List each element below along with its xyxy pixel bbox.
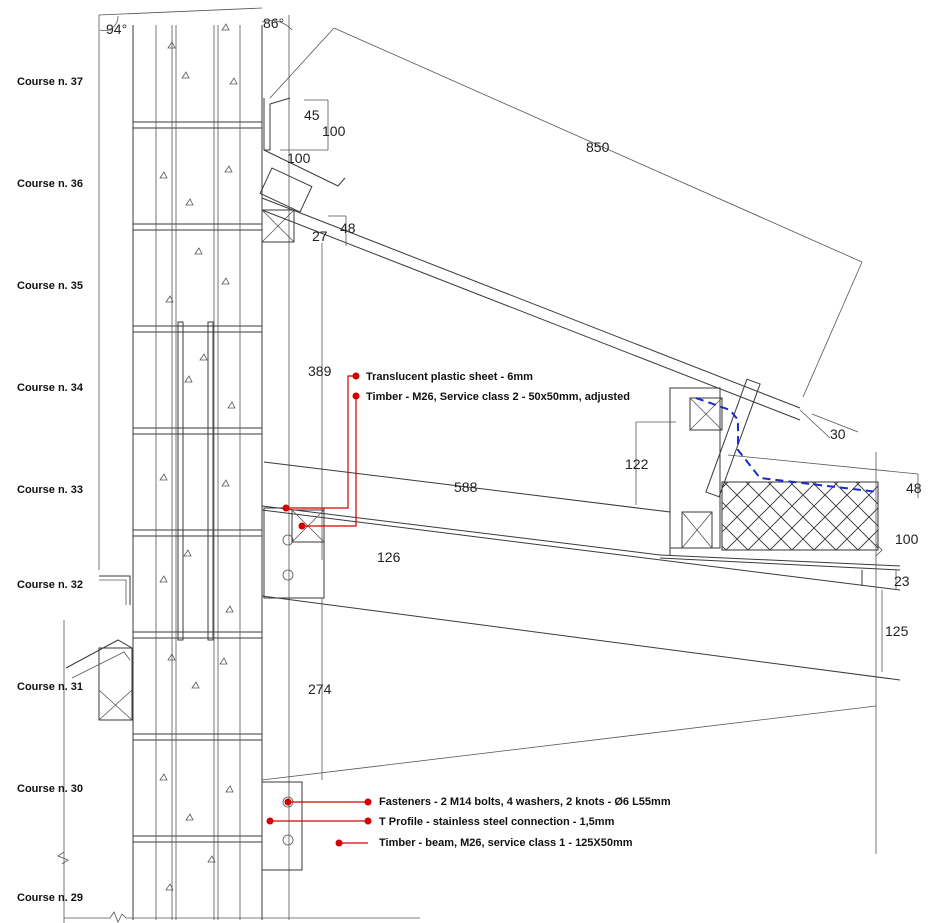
note-timber-50x50: Timber - M26, Service class 2 - 50x50mm,… bbox=[366, 391, 630, 403]
dim-23: 23 bbox=[894, 573, 910, 589]
dim-48-top: 48 bbox=[340, 220, 356, 236]
course-label-34: Course n. 34 bbox=[17, 382, 84, 394]
dim-125: 125 bbox=[885, 623, 909, 639]
dim-27: 27 bbox=[312, 228, 328, 244]
course-label-30: Course n. 30 bbox=[17, 783, 83, 795]
angle-left: 94° bbox=[106, 21, 127, 37]
dim-100-horizontal: 100 bbox=[287, 150, 311, 166]
note-fasteners: Fasteners - 2 M14 bolts, 4 washers, 2 kn… bbox=[379, 796, 671, 808]
course-label-31: Course n. 31 bbox=[17, 681, 83, 693]
dim-588: 588 bbox=[454, 479, 478, 495]
dim-122: 122 bbox=[625, 456, 649, 472]
course-label-35: Course n. 35 bbox=[17, 280, 83, 292]
note-timber-beam: Timber - beam, M26, service class 1 - 12… bbox=[379, 837, 633, 849]
left-cornice bbox=[63, 575, 133, 923]
note-t-profile: T Profile - stainless steel connection -… bbox=[379, 816, 615, 828]
course-label-37: Course n. 37 bbox=[17, 76, 83, 88]
dim-126: 126 bbox=[377, 549, 401, 565]
note-plastic-sheet: Translucent plastic sheet - 6mm bbox=[366, 371, 533, 383]
lower-canopy bbox=[261, 378, 919, 871]
course-label-33: Course n. 33 bbox=[17, 484, 83, 496]
masonry-wall bbox=[98, 7, 290, 920]
dim-850: 850 bbox=[586, 139, 610, 155]
angle-right: 86° bbox=[263, 15, 284, 31]
upper-canopy bbox=[259, 27, 863, 560]
annotation-leaders bbox=[266, 372, 372, 847]
dim-389: 389 bbox=[308, 363, 332, 379]
ground-line bbox=[64, 911, 420, 923]
dim-274: 274 bbox=[308, 681, 332, 697]
course-label-36: Course n. 36 bbox=[17, 178, 83, 190]
dim-48-right: 48 bbox=[906, 480, 922, 496]
course-label-29: Course n. 29 bbox=[17, 892, 83, 904]
dim-100-vertical: 100 bbox=[322, 123, 346, 139]
dim-100-right: 100 bbox=[895, 531, 919, 547]
dim-45: 45 bbox=[304, 107, 320, 123]
course-label-32: Course n. 32 bbox=[17, 579, 83, 591]
break-mark bbox=[57, 851, 69, 865]
dim-30: 30 bbox=[830, 426, 846, 442]
